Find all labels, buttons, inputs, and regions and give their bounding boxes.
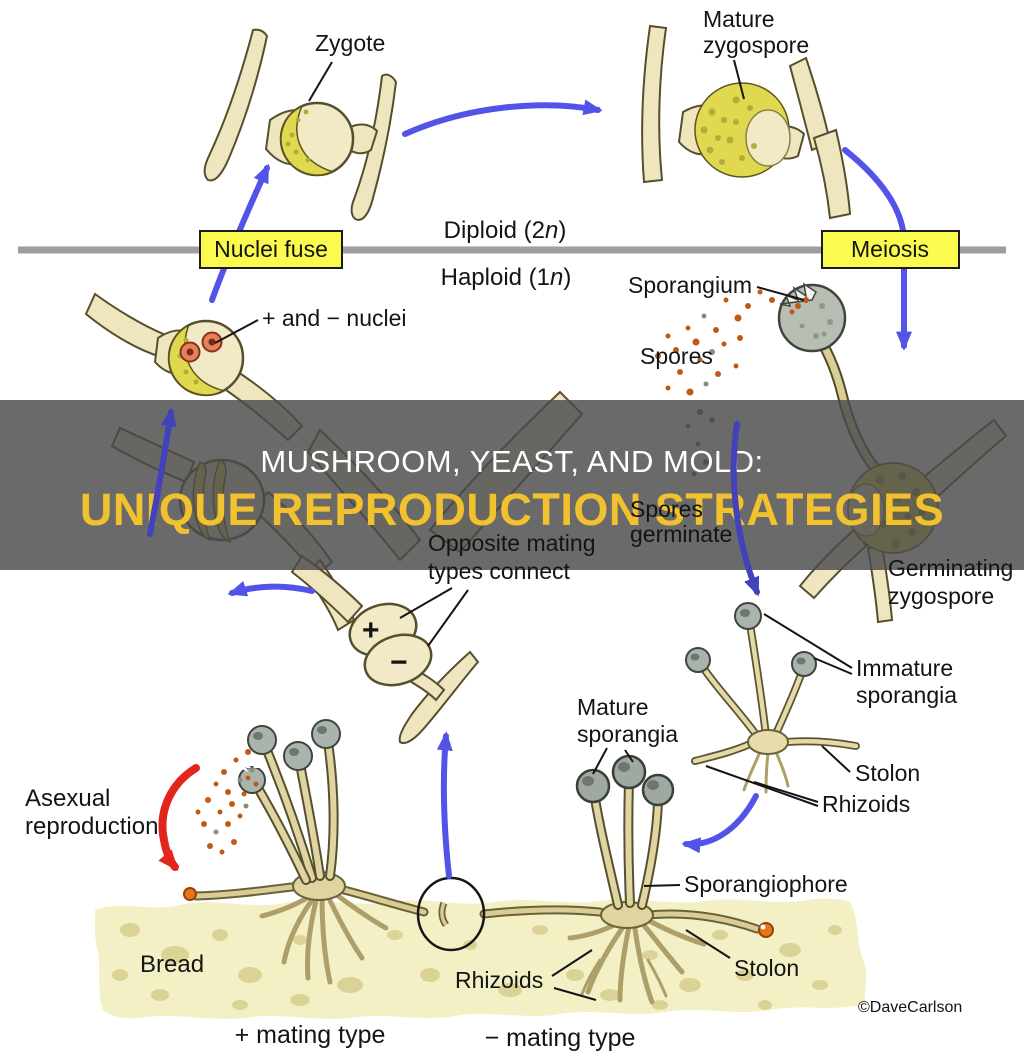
meiosis-box: Meiosis (821, 230, 960, 269)
asexual-spore-cloud (195, 749, 255, 855)
zygote-label: Zygote (315, 30, 385, 56)
title-line-2: UNIQUE REPRODUCTION STRATEGIES (79, 484, 945, 535)
plus-mating-type-label: + mating type (235, 1021, 386, 1049)
stolon-lower-label: Stolon (734, 955, 799, 981)
mature-sporangia-label-1: Mature (577, 694, 649, 720)
bread-slice (94, 898, 867, 1019)
mycelium-network (183, 871, 774, 1005)
mature-zygospore-illustration (641, 24, 852, 220)
spores-label: Spores (640, 343, 713, 369)
immature-sporangia-plantlet (685, 602, 860, 794)
mature-sporangia-colony (575, 754, 675, 910)
minus-mating-type-label: − mating type (485, 1024, 636, 1052)
meiosis-label: Meiosis (851, 236, 929, 262)
asexual-colony (158, 719, 341, 885)
arrow-stolon-to-mating-cell (436, 731, 453, 879)
title-banner: MUSHROOM, YEAST, AND MOLD: UNIQUE REPROD… (0, 400, 1024, 570)
opposite-mating-cell: + − (290, 554, 480, 744)
mature-zygospore-label-1: Mature (703, 6, 775, 32)
plus-mating-sign: + (362, 614, 380, 647)
arrow-asexual-reproduction (158, 764, 200, 871)
asexual-reproduction-label-2: reproduction (25, 813, 158, 840)
diploid-label: Diploid (2n) (444, 217, 567, 244)
mature-zygospore-label-2: zygospore (703, 32, 809, 58)
immature-sporangia-label-1: Immature (856, 655, 953, 681)
arrow-mating-to-fused-cell (227, 581, 315, 597)
rhizoids-upper-label: Rhizoids (822, 791, 910, 817)
stolon-tip-left (183, 887, 197, 901)
haploid-label: Haploid (1n) (441, 264, 572, 291)
zygote-illustration (203, 28, 398, 222)
minus-mating-sign: − (390, 646, 408, 679)
nuclei-fuse-box: Nuclei fuse (199, 230, 343, 269)
sporangiophore-label: Sporangiophore (684, 871, 848, 897)
rhizoids-lower-label: Rhizoids (455, 967, 543, 993)
bread-label: Bread (140, 951, 204, 978)
immature-sporangia-label-2: sporangia (856, 682, 957, 708)
stolon-upper-label: Stolon (855, 760, 920, 786)
arrow-zygote-to-mature-zygospore (402, 99, 603, 137)
stolon-tip-right (758, 922, 774, 938)
nuclei-fuse-label: Nuclei fuse (214, 236, 328, 262)
sporangium-label: Sporangium (628, 272, 752, 298)
sporangium-illustration (655, 282, 847, 477)
bread-texture (112, 923, 842, 1010)
plus-minus-nuclei-label: + and − nuclei (262, 305, 407, 331)
plus-minus-nuclei-cell (84, 292, 304, 442)
mature-sporangia-label-2: sporangia (577, 721, 678, 747)
asexual-reproduction-label-1: Asexual (25, 785, 110, 812)
title-line-1: MUSHROOM, YEAST, AND MOLD: (260, 444, 764, 479)
copyright-watermark: ©DaveCarlson (858, 999, 962, 1016)
arrow-immature-to-mature (681, 793, 759, 854)
